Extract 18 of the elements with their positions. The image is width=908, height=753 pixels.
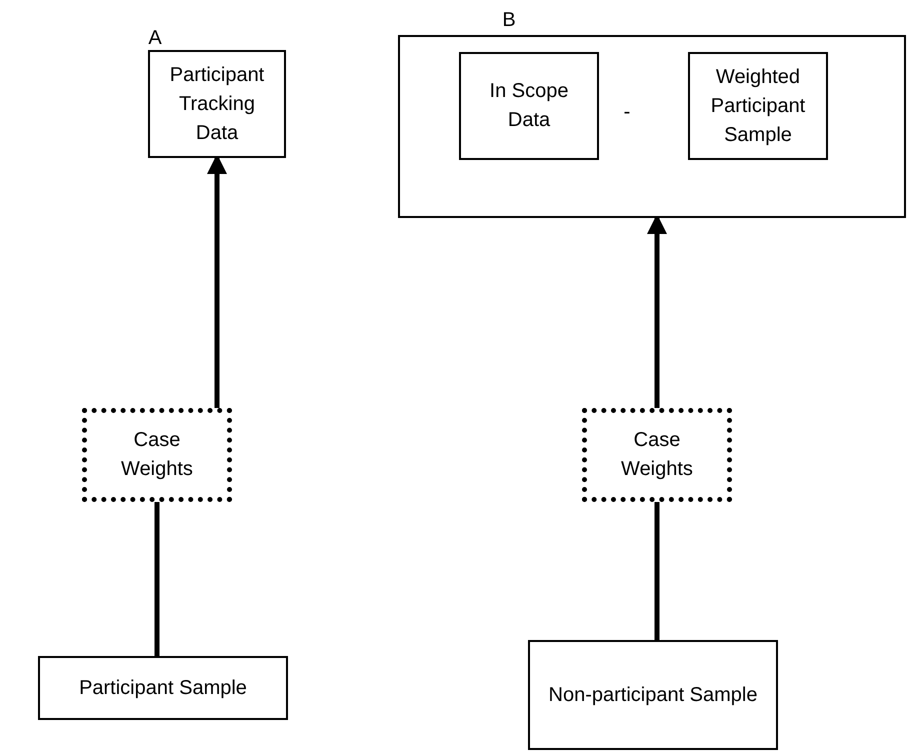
dotted-box [82, 408, 232, 502]
node-text: Non-participant Sample [548, 682, 758, 708]
process-box [148, 50, 286, 158]
node-text: In Scope Data [488, 79, 570, 133]
dotted-box [582, 408, 732, 502]
process-box [459, 52, 599, 160]
node-text: Participant Tracking Data [168, 62, 266, 146]
minus-sign: - [622, 100, 632, 125]
group-box [398, 35, 906, 218]
process-box [688, 52, 828, 160]
node-text: Case Weights [620, 428, 694, 482]
process-box [38, 656, 288, 720]
panel-label: A [147, 26, 163, 51]
node-text: Participant Sample [78, 676, 248, 700]
node-text: Case Weights [120, 428, 194, 482]
panel-label: B [501, 8, 517, 33]
process-box [528, 640, 778, 750]
node-text: Weighted Participant Sample [710, 64, 806, 148]
